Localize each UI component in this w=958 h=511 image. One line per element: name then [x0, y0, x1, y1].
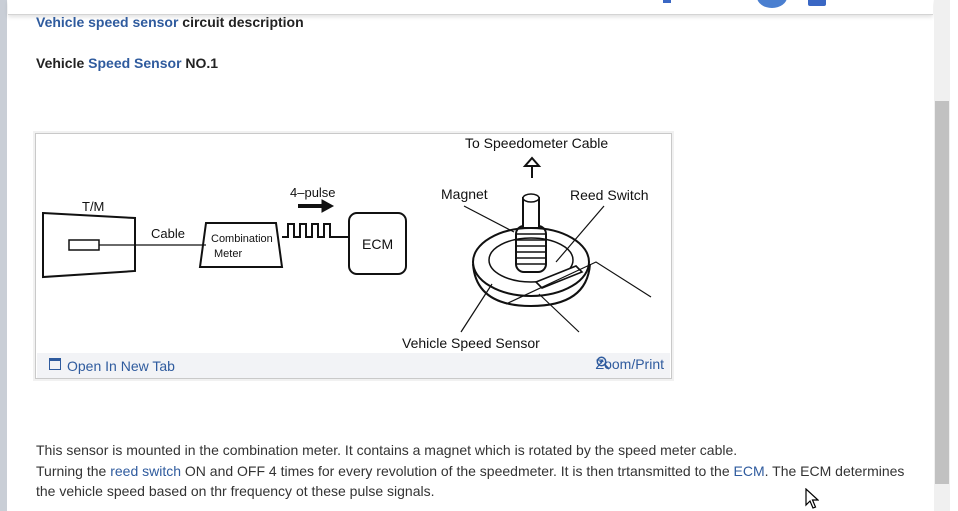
scrollbar-thumb[interactable] — [935, 101, 949, 484]
reed-switch-pointer — [555, 205, 605, 263]
avatar[interactable] — [757, 0, 787, 8]
top-toolbar — [8, 0, 933, 15]
line2-part-b: ON and OFF 4 times for every revolution … — [181, 462, 734, 479]
sensor-pointer-left — [460, 283, 493, 333]
magnet-body — [515, 225, 547, 273]
sensor-disk-edge — [472, 263, 591, 308]
line2-part-a: Turning the — [36, 462, 111, 479]
reed-switch-link[interactable]: reed switch — [110, 462, 182, 479]
vehicle-speed-sensor-label: Vehicle Speed Sensor — [402, 335, 540, 351]
to-speedometer-label: To Speedometer Cable — [465, 135, 608, 151]
toolbar-accent — [663, 0, 671, 3]
zoom-label: Zoom/Print — [595, 356, 664, 372]
circuit-figure: T/M Cable Combination Meter 4–pulse ECM … — [35, 133, 672, 379]
combination-label-2: Meter — [214, 248, 242, 260]
left-panel-edge — [0, 0, 7, 511]
reed-switch-element — [534, 265, 584, 289]
combination-label-1: Combination — [211, 233, 273, 245]
transmission-gear — [68, 239, 100, 251]
circuit-diagram: T/M Cable Combination Meter 4–pulse ECM … — [42, 135, 652, 351]
mouse-cursor-icon — [805, 488, 819, 509]
description-line-1: This sensor is mounted in the combinatio… — [36, 442, 738, 458]
section-heading: Vehicle speed sensor circuit description — [36, 14, 304, 30]
speed-sensor-link[interactable]: Speed Sensor — [88, 55, 182, 71]
line2-part-c: . The ECM determines — [764, 462, 905, 479]
sensor-disk-inner — [488, 237, 574, 283]
subheading-prefix: Vehicle — [36, 55, 89, 71]
tm-label: T/M — [82, 199, 104, 214]
description-line-2: Turning the reed switch ON and OFF 4 tim… — [36, 461, 916, 482]
add-icon[interactable] — [808, 0, 826, 6]
reed-switch-label: Reed Switch — [570, 187, 649, 203]
magnet-pointer — [463, 205, 515, 233]
combination-meter-shape — [198, 222, 284, 268]
pulse-arrow-head — [321, 199, 335, 213]
description-line-3: the vehicle speed based on thr frequency… — [36, 483, 435, 499]
section-subheading: Vehicle Speed Sensor NO.1 — [36, 55, 218, 71]
magnet-label: Magnet — [441, 186, 488, 202]
up-arrow-icon — [522, 156, 542, 178]
open-tab-label: Open In New Tab — [67, 358, 175, 374]
vehicle-speed-sensor-link[interactable]: Vehicle speed sensor — [36, 14, 179, 30]
open-in-new-tab-button[interactable]: Open In New Tab — [49, 358, 175, 374]
ecm-box — [348, 212, 407, 275]
cable-label: Cable — [151, 226, 185, 241]
zoom-print-button[interactable]: Zoom/Print — [596, 356, 664, 372]
magnet-coil — [516, 233, 546, 265]
ecm-label: ECM — [362, 236, 393, 252]
pulse-label: 4–pulse — [290, 185, 336, 200]
magnet-shaft-top — [522, 193, 540, 203]
zoom-icon — [596, 356, 610, 370]
description-paragraph: This sensor is mounted in the combinatio… — [36, 440, 916, 502]
subheading-suffix: NO.1 — [181, 55, 219, 71]
figure-toolbar: Open In New Tab Zoom/Print — [37, 353, 670, 378]
open-tab-icon — [49, 358, 61, 370]
reed-switch-wire — [505, 261, 652, 305]
pulse-waveform — [282, 223, 348, 238]
transmission-shape — [42, 211, 136, 279]
heading-rest: circuit description — [178, 14, 304, 30]
sensor-pointer-right — [538, 293, 580, 333]
ecm-link[interactable]: ECM — [733, 462, 765, 479]
